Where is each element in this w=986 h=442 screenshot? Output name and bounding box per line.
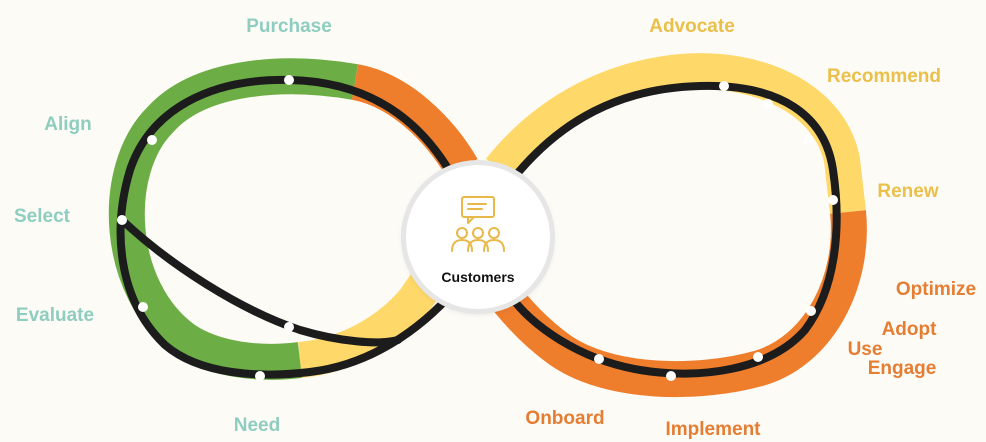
- stage-label-advocate: Advocate: [649, 16, 735, 37]
- dot-advocate: [719, 81, 729, 91]
- center-label: Customers: [441, 269, 515, 285]
- stage-label-align: Align: [44, 114, 92, 135]
- stage-label-optimize: Optimize: [895, 279, 977, 300]
- customers-hub: Customers: [406, 165, 550, 309]
- right-loop-orange-band: [485, 210, 867, 398]
- left-loop-yellow-band: [297, 264, 447, 378]
- stage-label-use: Use: [847, 339, 883, 360]
- stage-label-onboard: Onboard: [525, 408, 605, 429]
- stage-label-adopt: Adopt: [881, 319, 937, 340]
- stage-label-purchase: Purchase: [246, 16, 332, 37]
- left-loop-orange-band: [351, 64, 478, 178]
- dot-purchase: [284, 75, 294, 85]
- dot-align: [147, 135, 157, 145]
- track-right-loop: [506, 81, 841, 378]
- dot-recommend: [763, 99, 773, 109]
- stage-label-renew: Renew: [877, 181, 939, 202]
- track-left-loop: [116, 75, 464, 379]
- stage-label-engage: Engage: [867, 358, 937, 379]
- dot-renew: [803, 135, 813, 145]
- dot-use: [753, 352, 763, 362]
- dot-need: [255, 371, 265, 381]
- dot-evaluate: [138, 302, 148, 312]
- customers-chat-icon: [451, 196, 505, 252]
- stage-label-need: Need: [233, 415, 281, 436]
- dot-select: [117, 215, 127, 225]
- stage-label-evaluate: Evaluate: [15, 305, 95, 326]
- dot-renew-lower: [828, 195, 838, 205]
- dot-shortcut: [284, 322, 294, 332]
- stage-label-select: Select: [14, 206, 70, 227]
- stage-label-recommend: Recommend: [826, 66, 942, 87]
- stage-dots: [117, 75, 838, 381]
- dot-implement: [666, 371, 676, 381]
- dot-onboard: [594, 354, 604, 364]
- stage-label-implement: Implement: [665, 419, 761, 440]
- right-loop-yellow-band: [485, 53, 866, 215]
- dot-optimize: [806, 306, 816, 316]
